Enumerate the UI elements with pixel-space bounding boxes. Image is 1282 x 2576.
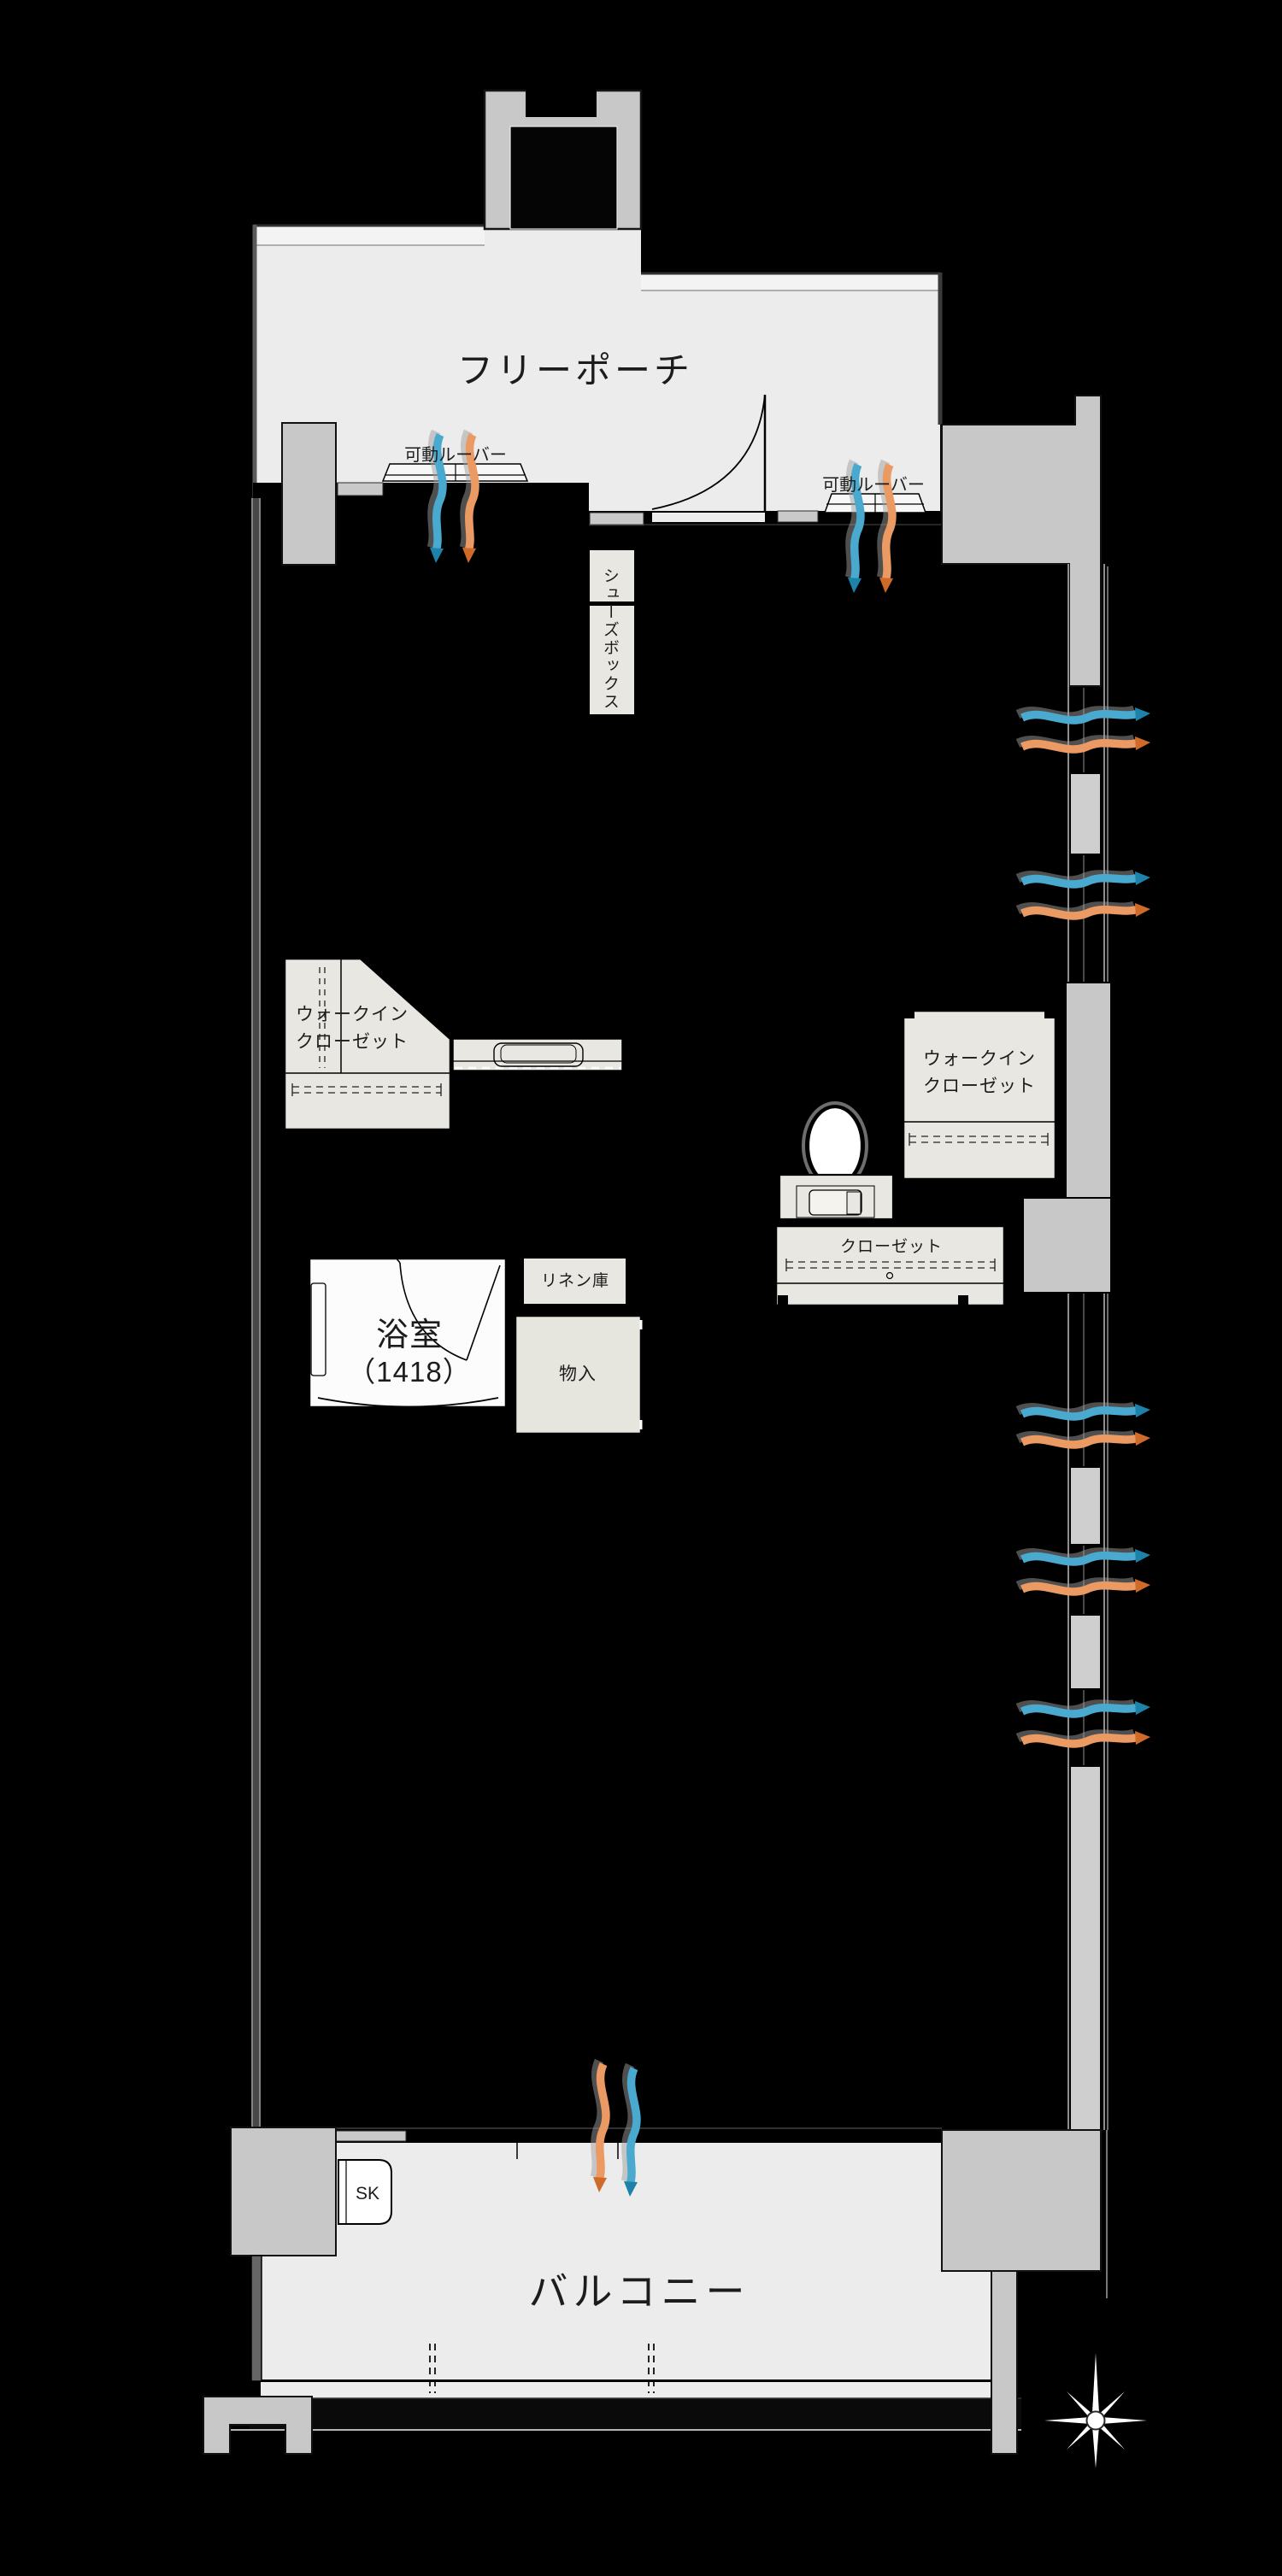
airflow-arrow-orange [1015,901,1150,920]
airflow-arrow-blue [844,459,865,593]
label-wic-right-line2: クローゼット [923,1076,1036,1096]
label-louver-right: 可動ルーバー [822,476,925,495]
airflow-arrow-blue [1015,1546,1150,1566]
airflow-arrow-orange [1015,1429,1150,1449]
label-storage: 物入 [559,1364,597,1384]
top-right-pillar [941,395,1102,687]
label-bathroom: 浴室 （1418） [347,1316,471,1390]
label-balcony: バルコニー [528,2269,750,2314]
airflow-arrow-blue [620,2063,641,2197]
label-free-porch: フリーポーチ [456,350,694,390]
airflow-arrow-blue [426,429,447,563]
label-wic-right: ウォークイン クローゼット [923,1046,1036,1100]
shoe-box [588,549,636,716]
walk-in-closet-right [902,1009,1057,1181]
airflow-arrow-blue [1015,869,1150,889]
airflow-arrow-blue [1015,1401,1150,1421]
slop-sink [338,2159,392,2225]
closet [774,1224,1006,1307]
label-wic-left-line1: ウォークイン [296,1005,409,1024]
label-bathroom-name: 浴室 [375,1317,444,1353]
bathroom [308,1252,508,1409]
left-outer-wall [251,422,337,2128]
label-wic-right-line1: ウォークイン [923,1049,1036,1069]
linen-storage [522,1257,627,1306]
airflow-arrow-blue [1015,705,1150,725]
label-linen: リネン庫 [540,1272,610,1290]
compass-icon [1044,2353,1147,2468]
balcony-partition-dashes [429,2344,655,2393]
label-shoe-box: シューズボックス [600,567,619,711]
right-window-wall [1022,564,1112,2131]
movable-louver-left [381,463,529,482]
label-wic-left: ウォークイン クローゼット [296,1001,409,1055]
walk-in-closet-left [283,957,452,1131]
label-louver-left: 可動ルーバー [404,446,507,465]
storage-closet [514,1314,643,1435]
entry-pillar [483,89,643,231]
airflow-arrow-orange [1015,734,1150,754]
airflow-arrow-orange [590,2058,610,2192]
toilet [778,1101,895,1221]
wash-counter [452,1038,623,1071]
free-porch-area [252,224,943,524]
label-bathroom-size: （1418） [347,1356,472,1388]
balcony-area [203,2127,1108,2455]
label-closet: クローゼット [839,1238,944,1256]
airflow-arrows [426,429,1150,2197]
airflow-arrow-orange [1015,1576,1150,1596]
label-slop-sink: SK [355,2184,380,2203]
airflow-arrow-orange [1015,1728,1150,1748]
entry-door [651,394,767,511]
label-wic-left-line2: クローゼット [296,1031,409,1052]
airflow-arrow-orange [876,459,897,593]
airflow-arrow-orange [459,429,479,563]
airflow-arrow-blue [1015,1699,1150,1718]
